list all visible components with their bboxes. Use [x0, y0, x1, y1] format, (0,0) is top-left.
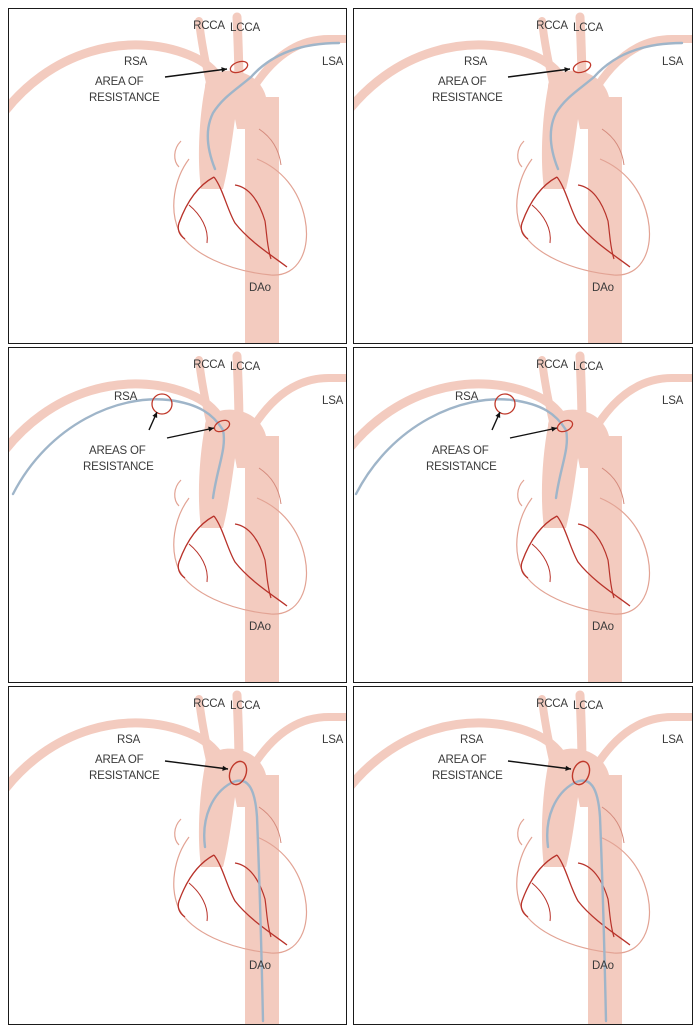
label-rsa: RSA: [460, 734, 484, 746]
diagram-panel-5: RCCA LCCA RSA LSA DAo AREA OF RESISTANCE: [9, 687, 346, 1024]
anatomy-group: RCCA LCCA RSA LSA DAo AREA OF RESISTANCE: [354, 17, 692, 343]
label-rsa: RSA: [117, 734, 141, 746]
coronary-branch: [532, 544, 550, 582]
label-lsa: LSA: [322, 395, 344, 407]
heart-outline: [517, 159, 650, 275]
label-lsa: LSA: [322, 56, 344, 68]
coronary-branch: [189, 883, 207, 921]
label-lsa: LSA: [662, 56, 684, 68]
annotation-line-2: RESISTANCE: [432, 770, 503, 782]
heart-outline: [174, 159, 307, 275]
label-lsa: LSA: [662, 395, 684, 407]
annotation-line-2: RESISTANCE: [432, 92, 503, 104]
label-dao: DAo: [592, 960, 614, 972]
pericardial-line: [175, 819, 181, 845]
label-lsa: LSA: [322, 734, 344, 746]
label-rsa: RSA: [114, 391, 138, 403]
resistance-marker-rsa: [152, 394, 172, 414]
label-lcca: LCCA: [573, 361, 603, 373]
descending-aorta: [245, 436, 279, 682]
resistance-marker-rsa: [495, 394, 515, 414]
pericardial-line: [175, 480, 181, 506]
annotation-line-1: AREAS OF: [432, 445, 489, 457]
label-dao: DAo: [249, 960, 271, 972]
annotation-line-2: RESISTANCE: [89, 92, 160, 104]
diagram-panel-3: RCCA LCCA RSA LSA DAo AREAS OF RESISTANCE: [9, 348, 346, 682]
panel-4: RCCA LCCA RSA LSA DAo AREAS OF RESISTANCE: [353, 347, 693, 683]
panel-2: RCCA LCCA RSA LSA DAo AREA OF RESISTANCE: [353, 8, 693, 344]
label-rcca: RCCA: [193, 359, 225, 371]
label-lsa: LSA: [662, 734, 684, 746]
anatomy-group: RCCA LCCA RSA LSA DAo AREA OF RESISTANCE: [9, 695, 346, 1024]
pericardial-line: [175, 141, 181, 167]
label-lcca: LCCA: [230, 22, 260, 34]
anatomy-group: RCCA LCCA RSA LSA DAo AREAS OF RESISTANCE: [354, 356, 692, 682]
panel-3: RCCA LCCA RSA LSA DAo AREAS OF RESISTANCE: [8, 347, 347, 683]
annotation-line-1: AREA OF: [95, 754, 144, 766]
annotation-line-2: RESISTANCE: [83, 461, 154, 473]
coronary-branch: [532, 883, 550, 921]
label-lcca: LCCA: [230, 700, 260, 712]
label-rsa: RSA: [124, 56, 148, 68]
panel-1: RCCA LCCA RSA LSA DAo AREA OF RESISTANCE: [8, 8, 347, 344]
annotation-line-1: AREA OF: [95, 76, 144, 88]
label-dao: DAo: [592, 282, 614, 294]
label-rsa: RSA: [464, 56, 488, 68]
diagram-panel-2: RCCA LCCA RSA LSA DAo AREA OF RESISTANCE: [354, 9, 692, 343]
coronary-branch: [189, 544, 207, 582]
annotation-line-2: RESISTANCE: [426, 461, 497, 473]
heart-outline: [174, 837, 307, 953]
coronary-branch: [532, 205, 550, 243]
descending-aorta: [245, 97, 279, 343]
pericardial-line: [518, 480, 524, 506]
label-rcca: RCCA: [536, 698, 568, 710]
annotation-line-1: AREA OF: [438, 76, 487, 88]
label-rcca: RCCA: [193, 20, 225, 32]
anatomy-group: RCCA LCCA RSA LSA DAo AREA OF RESISTANCE: [9, 17, 346, 343]
annotation-line-1: AREAS OF: [89, 445, 146, 457]
panel-5: RCCA LCCA RSA LSA DAo AREA OF RESISTANCE: [8, 686, 347, 1025]
diagram-panel-1: RCCA LCCA RSA LSA DAo AREA OF RESISTANCE: [9, 9, 346, 343]
label-rcca: RCCA: [536, 359, 568, 371]
pericardial-line: [518, 819, 524, 845]
label-rcca: RCCA: [536, 20, 568, 32]
anatomy-group: RCCA LCCA RSA LSA DAo AREAS OF RESISTANCE: [9, 356, 346, 682]
heart-outline: [517, 498, 650, 614]
label-dao: DAo: [249, 621, 271, 633]
heart-outline: [517, 837, 650, 953]
label-lcca: LCCA: [573, 22, 603, 34]
annotation-line-1: AREA OF: [438, 754, 487, 766]
label-lcca: LCCA: [573, 700, 603, 712]
anatomy-group: RCCA LCCA RSA LSA DAo AREA OF RESISTANCE: [354, 695, 692, 1024]
label-dao: DAo: [249, 282, 271, 294]
annotation-line-2: RESISTANCE: [89, 770, 160, 782]
label-rsa: RSA: [455, 391, 479, 403]
descending-aorta: [588, 97, 622, 343]
label-lcca: LCCA: [230, 361, 260, 373]
label-dao: DAo: [592, 621, 614, 633]
panel-6: RCCA LCCA RSA LSA DAo AREA OF RESISTANCE: [353, 686, 693, 1025]
pericardial-line: [518, 141, 524, 167]
diagram-panel-4: RCCA LCCA RSA LSA DAo AREAS OF RESISTANCE: [354, 348, 692, 682]
diagram-panel-6: RCCA LCCA RSA LSA DAo AREA OF RESISTANCE: [354, 687, 692, 1024]
coronary-branch: [189, 205, 207, 243]
descending-aorta: [588, 436, 622, 682]
heart-outline: [174, 498, 307, 614]
label-rcca: RCCA: [193, 698, 225, 710]
